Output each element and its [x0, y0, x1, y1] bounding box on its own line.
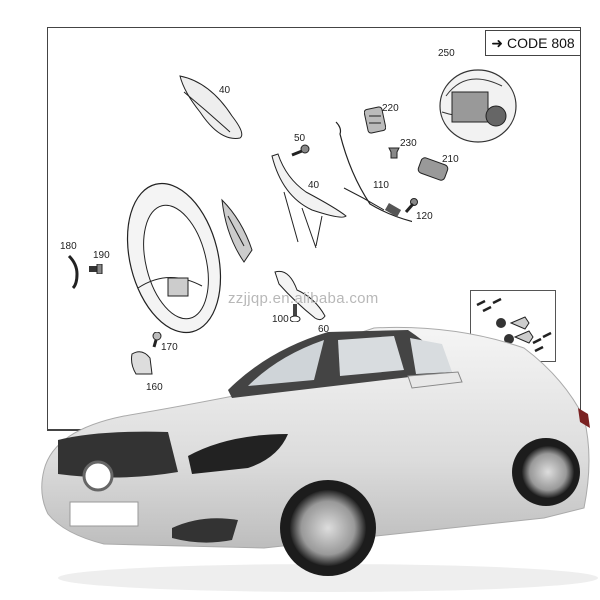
part-button-switch-210[interactable] [417, 157, 449, 183]
right-arrow-icon: ➜ [491, 34, 504, 51]
part-clip-230[interactable] [388, 146, 400, 160]
part-label-220: 220 [382, 103, 399, 114]
diagram-frame-bottom [47, 429, 107, 431]
part-clip-170[interactable] [151, 332, 163, 348]
part-label-120: 120 [416, 211, 433, 222]
part-bolt-100[interactable] [290, 304, 302, 322]
part-label-190: 190 [93, 250, 110, 261]
part-switch-module[interactable] [218, 196, 260, 266]
part-label-40-upper: 40 [219, 85, 231, 96]
part-screw-190[interactable] [89, 264, 105, 274]
part-label-50: 50 [294, 133, 306, 144]
part-label-160: 160 [146, 382, 163, 393]
part-bolt-120[interactable] [404, 198, 418, 214]
part-label-170: 170 [161, 342, 178, 353]
car-illustration [38, 320, 598, 600]
part-airbag-module[interactable] [432, 66, 520, 148]
part-label-100: 100 [272, 314, 289, 325]
part-side-cover-160[interactable] [128, 348, 156, 378]
part-cable-clip-180[interactable] [66, 254, 82, 290]
part-label-210: 210 [442, 154, 459, 165]
part-button-switch-220[interactable] [364, 106, 386, 134]
part-label-40-frame: 40 [308, 180, 320, 191]
part-trim-frame[interactable] [262, 152, 352, 258]
part-label-110: 110 [373, 180, 389, 191]
part-label-180: 180 [60, 241, 77, 252]
part-paddle-shifter[interactable] [273, 268, 329, 324]
part-wiring-harness[interactable] [330, 118, 412, 228]
watermark-text: zzjjqp.en.alibaba.com [228, 290, 379, 307]
part-label-250: 250 [438, 48, 455, 59]
part-label-60: 60 [318, 324, 330, 335]
part-screw-50[interactable] [290, 144, 310, 158]
diagram-frame [47, 27, 581, 430]
part-label-230: 230 [400, 138, 417, 149]
code-label: CODE 808 [507, 35, 575, 51]
part-trim-cover-upper[interactable] [174, 72, 250, 142]
part-steering-wheel[interactable] [118, 178, 228, 338]
code-label-box: ➜ CODE 808 [485, 30, 581, 56]
